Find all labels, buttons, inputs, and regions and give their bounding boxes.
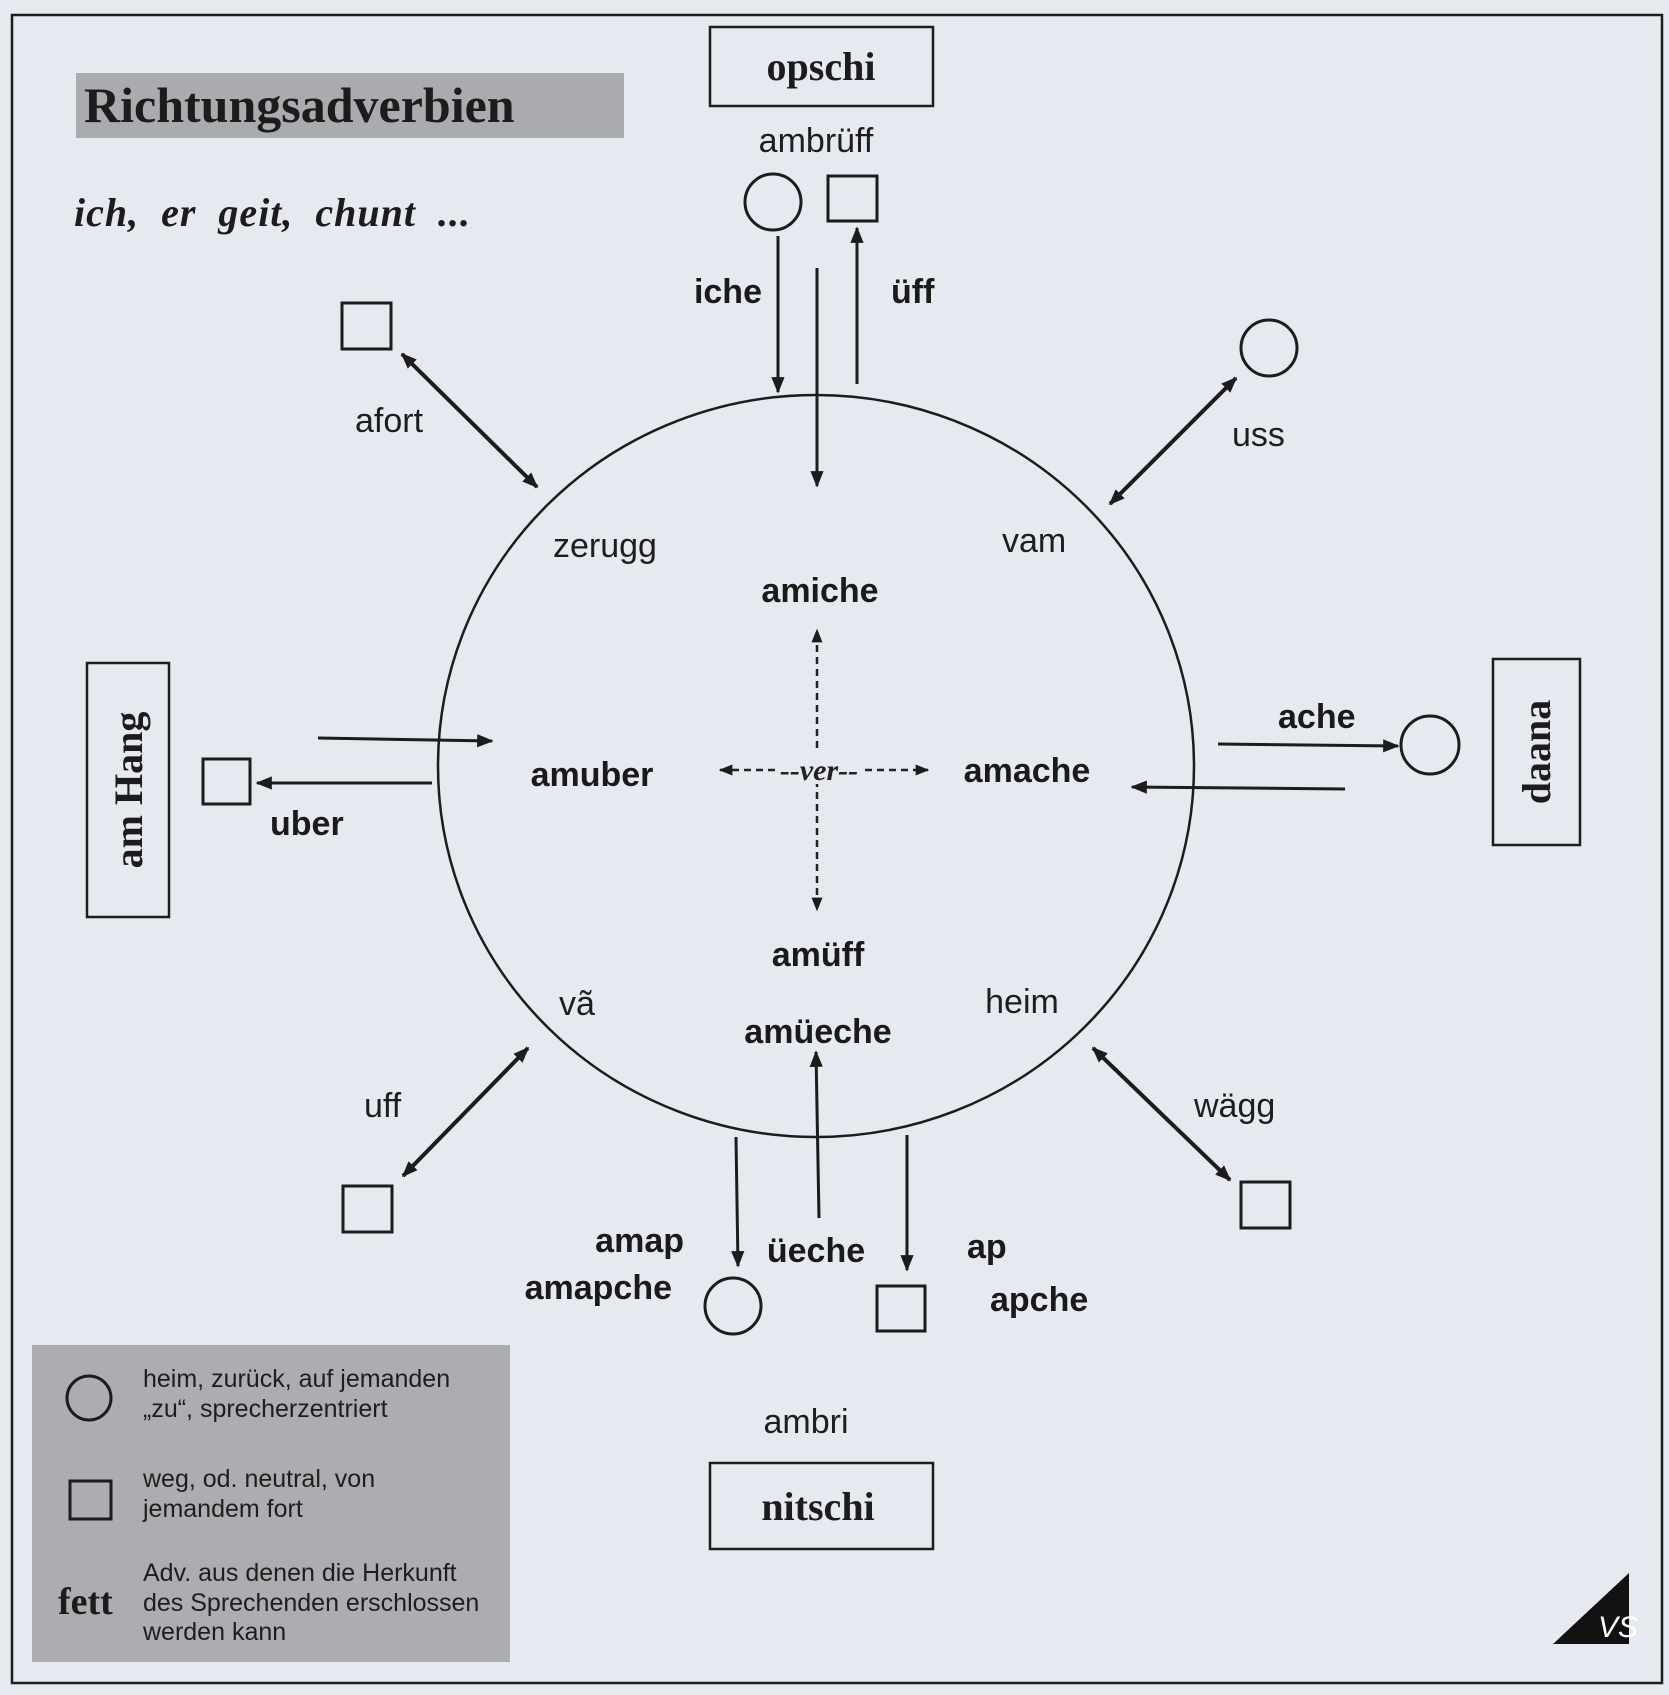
label-ache: ache (1278, 698, 1356, 736)
label-ueeche: üeche (767, 1232, 865, 1270)
legend-circle-icon (65, 1374, 113, 1422)
label-ambrueff: ambrüff (759, 122, 874, 160)
logo-triangle (1553, 1573, 1629, 1644)
square-symbol-top-left (340, 301, 393, 351)
arrow-waegg (1091, 1046, 1232, 1182)
place-top-label: opschi (767, 44, 876, 89)
label-uff: uff (364, 1087, 402, 1125)
square-symbol-bottom (875, 1284, 927, 1333)
logo-text: VS (1598, 1611, 1638, 1644)
label-va: vã (559, 985, 595, 1023)
place-box-top: opschi (708, 25, 935, 108)
arrow-afort (400, 352, 539, 489)
place-left-label: am Hang (106, 712, 151, 869)
legend-square-text-1: weg, od. neutral, von (142, 1465, 375, 1493)
arrow-uff (401, 1046, 530, 1178)
place-right-label: daana (1514, 700, 1559, 805)
arrow-into-circle-left (317, 734, 494, 748)
label-amache: amache (964, 752, 1091, 790)
place-box-left: am Hang (85, 661, 171, 919)
place-bottom-label: nitschi (761, 1484, 874, 1529)
label-amueeche: amüeche (744, 1013, 891, 1051)
circle-symbol-top (743, 172, 803, 232)
label-amiche: amiche (761, 572, 878, 610)
legend-fett-symbol: fett (58, 1581, 113, 1623)
circle-symbol-right (1399, 714, 1461, 776)
place-box-bottom: nitschi (708, 1461, 935, 1551)
square-symbol-top (826, 174, 879, 223)
arrow-amache-in (1130, 780, 1346, 794)
label-ver: --ver-- (780, 754, 858, 787)
square-symbol-bottom-left (341, 1184, 394, 1234)
arrow-amueeche-up (809, 1050, 823, 1219)
ver-bg (778, 752, 860, 784)
label-ueff: üff (891, 273, 935, 311)
label-ambri: ambri (763, 1403, 848, 1441)
label-vam: vam (1002, 522, 1066, 560)
label-amueff: amüff (772, 936, 865, 974)
outer-frame (10, 13, 1664, 1685)
label-ap: ap (967, 1228, 1007, 1266)
label-amuber: amuber (531, 756, 654, 794)
title: Richtungsadverbien (84, 77, 515, 133)
legend-fett-text-2: des Sprechenden erschlossen (143, 1589, 479, 1617)
legend-fett-text-3: werden kann (142, 1618, 286, 1646)
vs-logo: VS (1553, 1573, 1638, 1644)
label-waegg: wägg (1193, 1087, 1275, 1125)
arrow-amap (731, 1136, 745, 1268)
label-apche: apche (990, 1281, 1088, 1319)
arrow-ache (1217, 739, 1400, 753)
legend-circle-text-1: heim, zurück, auf jemanden (143, 1365, 450, 1393)
legend-square-text-2: jemandem fort (142, 1495, 303, 1523)
label-uss: uss (1232, 416, 1285, 454)
label-iche: iche (694, 273, 762, 311)
square-symbol-bottom-right (1239, 1180, 1292, 1230)
legend-circle-text-2: „zu“, sprecherzentriert (143, 1395, 388, 1423)
arrow-uss (1108, 376, 1238, 506)
label-afort: afort (355, 402, 424, 440)
label-amap: amap (595, 1222, 684, 1260)
title-highlight (76, 73, 624, 138)
legend: heim, zurück, auf jemanden „zu“, spreche… (32, 1345, 510, 1662)
label-heim: heim (985, 983, 1059, 1021)
label-amapche: amapche (525, 1269, 672, 1307)
place-box-right: daana (1491, 657, 1582, 847)
square-symbol-left (201, 757, 252, 806)
label-uber: uber (270, 805, 344, 843)
subtitle: ich, er geit, chunt ... (74, 190, 471, 235)
label-zerugg: zerugg (553, 527, 657, 565)
circle-symbol-bottom (703, 1276, 763, 1336)
legend-fett-text-1: Adv. aus denen die Herkunft (143, 1559, 457, 1587)
legend-square-icon (68, 1479, 113, 1521)
circle-symbol-top-right (1239, 318, 1299, 378)
